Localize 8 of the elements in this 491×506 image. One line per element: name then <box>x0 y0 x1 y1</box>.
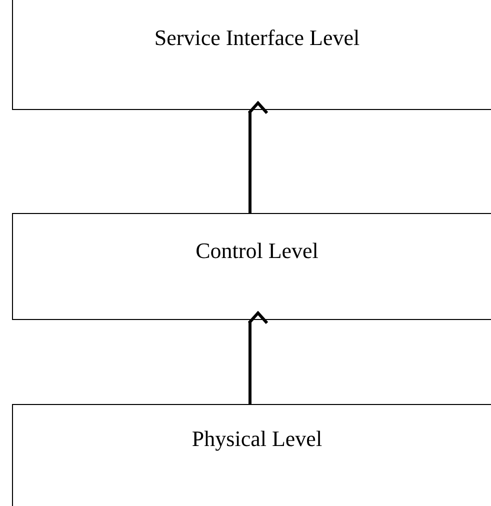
level-box <box>12 404 491 506</box>
level-label: Control Level <box>196 238 318 264</box>
arrow <box>248 102 268 213</box>
level-box <box>12 213 491 320</box>
level-label: Physical Level <box>192 426 322 452</box>
level-box <box>12 0 491 110</box>
arrow <box>248 312 268 404</box>
level-label: Service Interface Level <box>154 25 360 51</box>
